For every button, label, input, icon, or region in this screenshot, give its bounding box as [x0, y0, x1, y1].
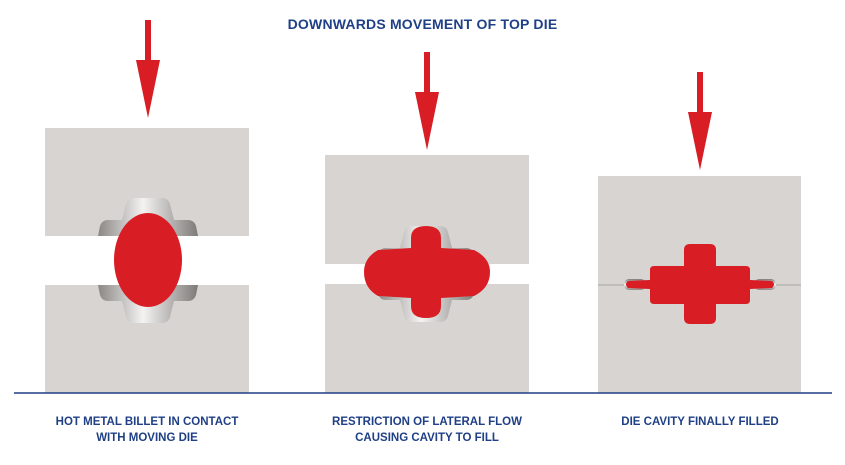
stage-1-billet-contact — [45, 20, 249, 393]
hot-billet — [114, 213, 182, 307]
diagram-title: DOWNWARDS MOVEMENT OF TOP DIE — [287, 16, 558, 32]
arrow-stage-1 — [136, 20, 160, 118]
caption-stage-3: DIE CAVITY FINALLY FILLED — [621, 416, 779, 428]
arrow-stage-3 — [688, 72, 712, 170]
filled-forging — [626, 244, 774, 324]
caption-stage-1: HOT METAL BILLET IN CONTACT WITH MOVING … — [55, 416, 239, 444]
caption-stage-2: RESTRICTION OF LATERAL FLOW CAUSING CAVI… — [332, 416, 522, 444]
stage-2-lateral-flow — [325, 52, 529, 393]
arrow-stage-2 — [415, 52, 439, 150]
deforming-metal — [364, 226, 490, 318]
stage-3-cavity-filled — [598, 72, 801, 393]
